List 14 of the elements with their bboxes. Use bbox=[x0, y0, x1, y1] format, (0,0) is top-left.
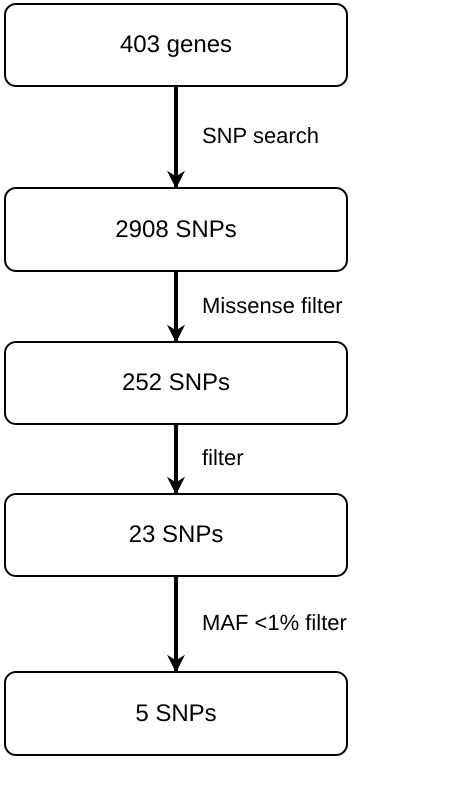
arrow bbox=[167, 87, 185, 189]
node-label: 252 SNPs bbox=[122, 369, 230, 397]
arrow bbox=[167, 425, 185, 495]
node-label: 2908 SNPs bbox=[115, 216, 237, 244]
process-box bbox=[4, 671, 348, 756]
node-label: 5 SNPs bbox=[135, 700, 217, 728]
arrow bbox=[167, 272, 185, 343]
process-box bbox=[4, 341, 348, 425]
node-label: 23 SNPs bbox=[128, 521, 224, 549]
process-box bbox=[4, 187, 348, 272]
process-box bbox=[4, 493, 348, 577]
node-label: 403 genes bbox=[120, 31, 232, 59]
arrow bbox=[167, 577, 185, 673]
process-box bbox=[4, 3, 348, 87]
